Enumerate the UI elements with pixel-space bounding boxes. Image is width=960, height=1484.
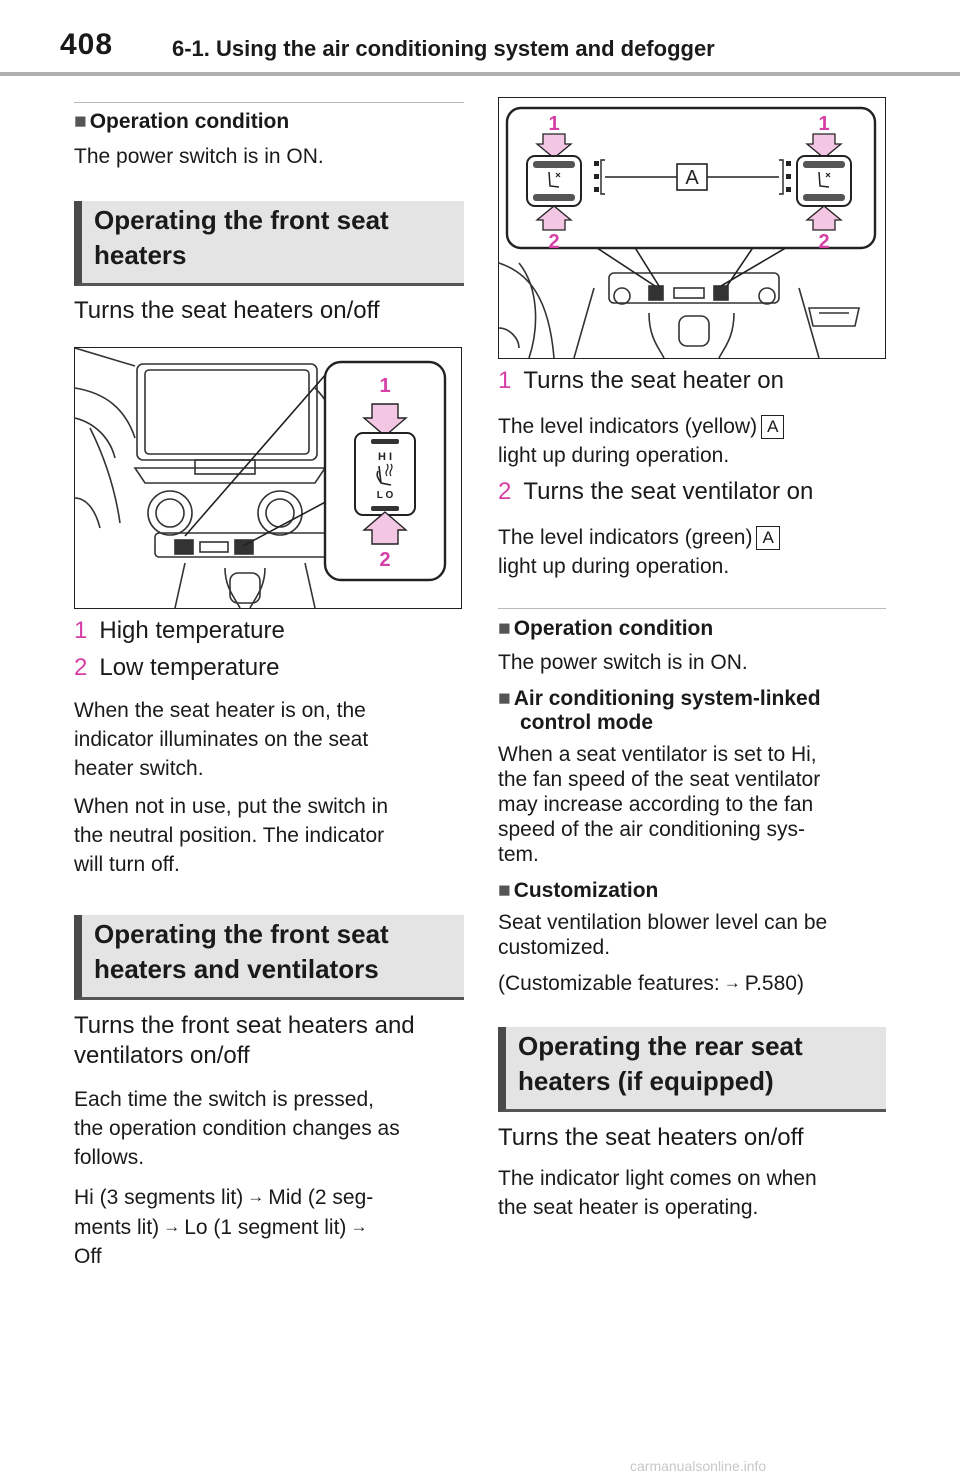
section-title-front-seat-heaters: Operating the front seat heaters xyxy=(74,201,464,286)
page-reference-link[interactable]: P.580) xyxy=(744,972,804,995)
square-bullet-icon: ■ xyxy=(498,617,511,640)
seat-icon xyxy=(548,171,560,188)
mode-sequence: Hi (3 segments lit)→Mid (2 seg- ments li… xyxy=(74,1182,469,1271)
seat-heater-switch xyxy=(354,432,416,516)
paragraph: The level indicators (yellow)A light up … xyxy=(498,412,888,470)
header-divider xyxy=(0,72,960,76)
arrow-right-icon: → xyxy=(163,1217,181,1236)
press-arrow-down-icon xyxy=(535,133,573,159)
indicator-tag: A xyxy=(761,415,785,440)
indicator-tag: A xyxy=(756,526,780,551)
paragraph: The level indicators (green)A light up d… xyxy=(498,523,888,581)
arrow-right-icon: → xyxy=(350,1217,368,1236)
section-title-rear-seat-heaters: Operating the rear seat heaters (if equi… xyxy=(498,1027,886,1112)
arrow-right-icon: → xyxy=(723,973,741,992)
page-number: 408 xyxy=(60,28,114,61)
callout-label-1: 1 xyxy=(379,375,390,397)
seat-icon xyxy=(818,171,830,188)
watermark: carmanualsonline.info xyxy=(630,1458,767,1474)
callout-label-2: 2 xyxy=(548,231,559,253)
chapter-title: 6-1. Using the air conditioning system a… xyxy=(172,36,715,61)
arrow-right-icon: → xyxy=(247,1187,265,1206)
square-bullet-icon: ■ xyxy=(498,687,511,710)
section-divider xyxy=(74,102,464,103)
callout-label-2: 2 xyxy=(818,231,829,253)
ac-linked-mode-heading: ■Air conditioning system-linked control … xyxy=(498,687,821,734)
operation-condition-heading: ■Operation condition xyxy=(498,617,714,640)
press-arrow-down-icon xyxy=(805,133,843,159)
seat-heater-ventilator-switch-figure: 1 1 A 2 2 xyxy=(498,97,886,359)
press-arrow-up-icon xyxy=(535,205,573,231)
callout-label-1: 1 xyxy=(548,113,559,135)
lo-label: L O xyxy=(377,490,394,501)
section-lead: Turns the seat heaters on/off xyxy=(74,297,380,324)
paragraph: Each time the switch is pressed,the oper… xyxy=(74,1088,400,1169)
level-indicators xyxy=(594,161,791,192)
customization-heading: ■Customization xyxy=(498,879,659,902)
section-title-front-seat-heaters-ventilators: Operating the front seat heaters and ven… xyxy=(74,915,464,1000)
paragraph: When a seat ventilator is set to Hi,the … xyxy=(498,743,821,866)
operation-condition-heading: ■Operation condition xyxy=(74,110,290,133)
operation-condition-text: The power switch is in ON. xyxy=(498,651,748,674)
seat-heater-switch-figure: 1 H I L O 2 xyxy=(74,347,462,609)
dashboard-illustration: 1 H I L O 2 xyxy=(75,348,447,608)
callout-label-1: 1 xyxy=(818,113,829,135)
callout-label-2: 2 xyxy=(379,549,390,571)
seat-heater-icon xyxy=(376,465,392,486)
section-divider xyxy=(498,608,886,609)
press-arrow-up-icon xyxy=(805,205,843,231)
press-arrow-up-icon xyxy=(362,511,408,545)
section-lead: Turns the seat heaters on/off xyxy=(498,1124,804,1151)
square-bullet-icon: ■ xyxy=(74,110,87,133)
dashboard-illustration: 1 1 A 2 2 xyxy=(499,106,877,358)
hi-label: H I xyxy=(378,451,392,463)
square-bullet-icon: ■ xyxy=(498,879,511,902)
customization-reference: (Customizable features:→P.580) xyxy=(498,968,804,998)
press-arrow-down-icon xyxy=(362,403,408,437)
operation-condition-text: The power switch is in ON. xyxy=(74,145,324,168)
indicator-label-a: A xyxy=(685,167,699,189)
